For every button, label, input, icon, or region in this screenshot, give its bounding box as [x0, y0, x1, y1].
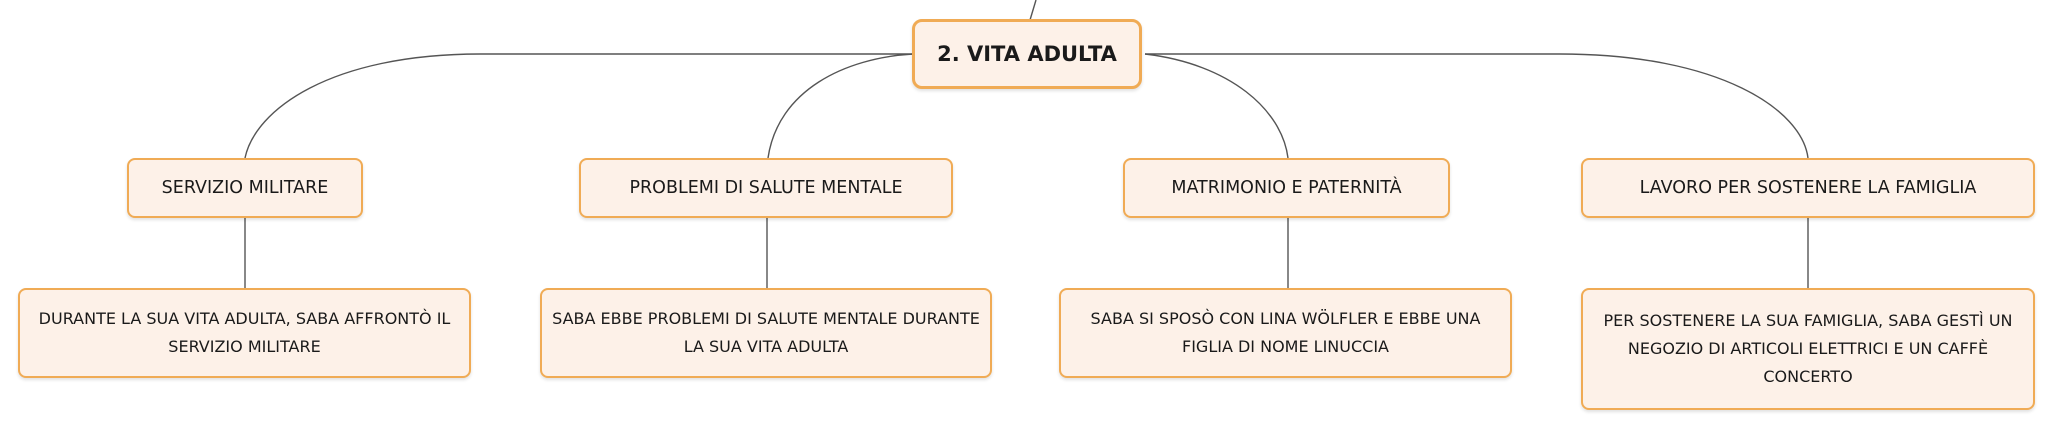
branch-node-servizio-militare[interactable]: SERVIZIO MILITARE — [127, 158, 363, 218]
connector-root-branch-1 — [244, 53, 913, 159]
branch-node-label: SERVIZIO MILITARE — [161, 178, 329, 198]
root-node-label: 2. VITA ADULTA — [937, 42, 1117, 66]
branch-node-label: PROBLEMI DI SALUTE MENTALE — [629, 178, 903, 198]
connector-root-branch-4 — [1145, 53, 1809, 159]
connector-root-branch-3 — [1144, 53, 1289, 159]
connector-root-branch-2 — [767, 53, 914, 159]
root-node[interactable]: 2. VITA ADULTA — [912, 19, 1142, 89]
leaf-node-matrimonio[interactable]: SABA SI SPOSÒ CON LINA WÖLFLER E EBBE UN… — [1059, 288, 1512, 378]
leaf-node-text: DURANTE LA SUA VITA ADULTA, SABA AFFRONT… — [38, 309, 451, 356]
branch-node-salute-mentale[interactable]: PROBLEMI DI SALUTE MENTALE — [579, 158, 953, 218]
leaf-node-text: SABA EBBE PROBLEMI DI SALUTE MENTALE DUR… — [552, 309, 980, 356]
branch-node-label: LAVORO PER SOSTENERE LA FAMIGLIA — [1639, 178, 1977, 198]
connector-parent — [1029, 0, 1037, 21]
leaf-node-lavoro[interactable]: PER SOSTENERE LA SUA FAMIGLIA, SABA GEST… — [1581, 288, 2035, 410]
leaf-node-text: SABA SI SPOSÒ CON LINA WÖLFLER E EBBE UN… — [1090, 309, 1481, 356]
leaf-node-salute-mentale[interactable]: SABA EBBE PROBLEMI DI SALUTE MENTALE DUR… — [540, 288, 992, 378]
branch-node-label: MATRIMONIO E PATERNITÀ — [1171, 178, 1402, 198]
branch-node-matrimonio[interactable]: MATRIMONIO E PATERNITÀ — [1123, 158, 1450, 218]
leaf-node-text: PER SOSTENERE LA SUA FAMIGLIA, SABA GEST… — [1603, 311, 2013, 386]
branch-node-lavoro[interactable]: LAVORO PER SOSTENERE LA FAMIGLIA — [1581, 158, 2035, 218]
leaf-node-servizio-militare[interactable]: DURANTE LA SUA VITA ADULTA, SABA AFFRONT… — [18, 288, 471, 378]
